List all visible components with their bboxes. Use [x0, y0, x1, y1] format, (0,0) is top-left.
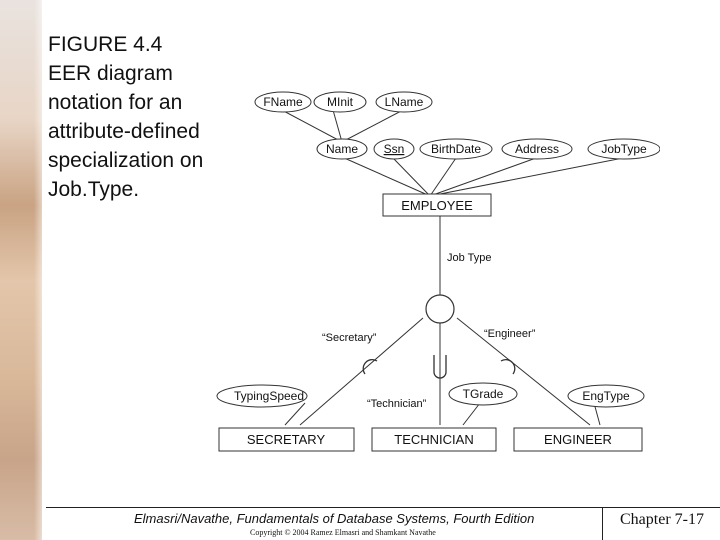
attribute-lname: LName [375, 91, 433, 113]
attribute-engtype-label: EngType [582, 389, 630, 403]
entity-engineer-label: ENGINEER [544, 432, 612, 447]
attribute-birthdate: BirthDate [419, 138, 493, 160]
attribute-birthdate-label: BirthDate [431, 142, 481, 156]
attribute-name: Name [316, 138, 368, 160]
attribute-name-label: Name [326, 142, 358, 156]
attribute-ssn: Ssn [373, 138, 415, 160]
attribute-typingspeed-label: TypingSpeed [234, 389, 304, 403]
attribute-ssn-label: Ssn [384, 142, 405, 156]
figure-caption: FIGURE 4.4 EER diagram notation for an a… [48, 30, 218, 204]
attribute-fname: FName [254, 91, 312, 113]
entity-employee-label: EMPLOYEE [401, 198, 473, 213]
attribute-tgrade: TGrade [448, 382, 518, 406]
label-engineer: “Engineer” [484, 328, 536, 340]
subset-symbols [362, 355, 516, 379]
attribute-address: Address [501, 138, 573, 160]
eer-diagram: FName MInit LName Name Ssn BirthDate Add… [216, 91, 660, 452]
desert-background [0, 0, 50, 540]
entity-employee: EMPLOYEE [382, 193, 492, 217]
attribute-lname-label: LName [385, 95, 424, 109]
subset-symbol-secretary [362, 358, 378, 375]
specialization-circle [425, 294, 455, 324]
attribute-fname-label: FName [263, 95, 303, 109]
footer-chapter-number: Chapter 7-17 [602, 507, 720, 540]
attribute-minit: MInit [313, 91, 367, 113]
subset-symbol-engineer [500, 358, 516, 375]
attribute-jobtype: JobType [587, 138, 660, 160]
entity-technician-label: TECHNICIAN [394, 432, 473, 447]
defining-attribute-label: Job Type [447, 252, 491, 264]
figure-description: EER diagram notation for an attribute-de… [48, 62, 204, 201]
footer-divider [46, 507, 720, 508]
entity-secretary-label: SECRETARY [247, 432, 326, 447]
entity-secretary: SECRETARY [218, 427, 355, 452]
attribute-minit-label: MInit [327, 95, 354, 109]
attribute-jobtype-label: JobType [601, 142, 647, 156]
attribute-address-label: Address [515, 142, 559, 156]
footer-book-title: Elmasri/Navathe, Fundamentals of Databas… [134, 511, 535, 526]
entity-technician: TECHNICIAN [371, 427, 497, 452]
subset-symbol-technician [433, 355, 447, 379]
attribute-tgrade-label: TGrade [463, 387, 504, 401]
attribute-typingspeed: TypingSpeed [216, 384, 308, 408]
label-technician: “Technician” [367, 398, 427, 410]
attribute-engtype: EngType [567, 384, 645, 408]
figure-number: FIGURE 4.4 [48, 33, 163, 56]
footer-copyright: Copyright © 2004 Ramez Elmasri and Shamk… [250, 528, 436, 537]
entity-engineer: ENGINEER [513, 427, 643, 452]
label-secretary: “Secretary” [322, 332, 377, 344]
